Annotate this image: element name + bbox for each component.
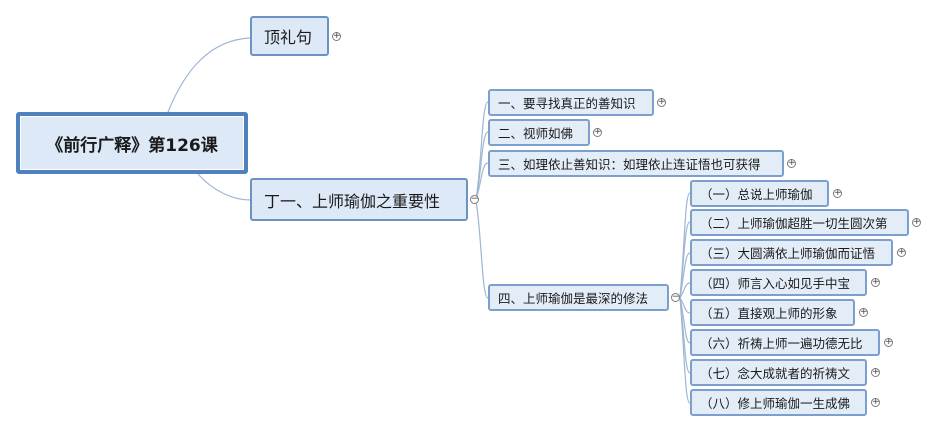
topic-guru-yoga-importance[interactable]: 丁一、上师瑜伽之重要性 xyxy=(250,178,468,221)
expand-toggle-icon[interactable]: + xyxy=(593,127,602,137)
expand-toggle-icon[interactable]: + xyxy=(912,217,921,227)
expand-toggle-icon[interactable]: + xyxy=(657,97,666,107)
expand-toggle-icon[interactable]: + xyxy=(859,307,868,317)
root-topic[interactable]: 《前行广释》第126课 xyxy=(16,112,248,174)
expand-toggle-icon[interactable]: + xyxy=(884,337,893,347)
detail-6[interactable]: （六）祈祷上师一遍功德无比 xyxy=(690,329,880,356)
topic-prostration-verse[interactable]: 顶礼句 xyxy=(250,16,329,56)
detail-3[interactable]: （三）大圆满依上师瑜伽而证悟 xyxy=(690,239,893,266)
detail-1[interactable]: （一）总说上师瑜伽 xyxy=(690,180,829,207)
expand-toggle-icon[interactable]: + xyxy=(332,31,341,41)
detail-5[interactable]: （五）直接观上师的形象 xyxy=(690,299,855,326)
expand-toggle-icon[interactable]: + xyxy=(871,277,880,287)
subtopic-2[interactable]: 二、视师如佛 xyxy=(488,119,590,146)
subtopic-3[interactable]: 三、如理依止善知识：如理依止连证悟也可获得 xyxy=(488,150,784,177)
detail-7[interactable]: （七）念大成就者的祈祷文 xyxy=(690,359,867,386)
expand-toggle-icon[interactable]: + xyxy=(787,158,796,168)
subtopic-1[interactable]: 一、要寻找真正的善知识 xyxy=(488,89,654,116)
expand-toggle-icon[interactable]: + xyxy=(871,397,880,407)
collapse-toggle-icon[interactable]: − xyxy=(671,292,680,302)
expand-toggle-icon[interactable]: + xyxy=(833,188,842,198)
collapse-toggle-icon[interactable]: − xyxy=(470,194,479,204)
detail-2[interactable]: （二）上师瑜伽超胜一切生圆次第 xyxy=(690,209,909,236)
expand-toggle-icon[interactable]: + xyxy=(897,247,906,257)
expand-toggle-icon[interactable]: + xyxy=(871,367,880,377)
subtopic-4[interactable]: 四、上师瑜伽是最深的修法 xyxy=(488,284,669,311)
detail-4[interactable]: （四）师言入心如见手中宝 xyxy=(690,269,867,296)
detail-8[interactable]: （八）修上师瑜伽一生成佛 xyxy=(690,389,867,416)
